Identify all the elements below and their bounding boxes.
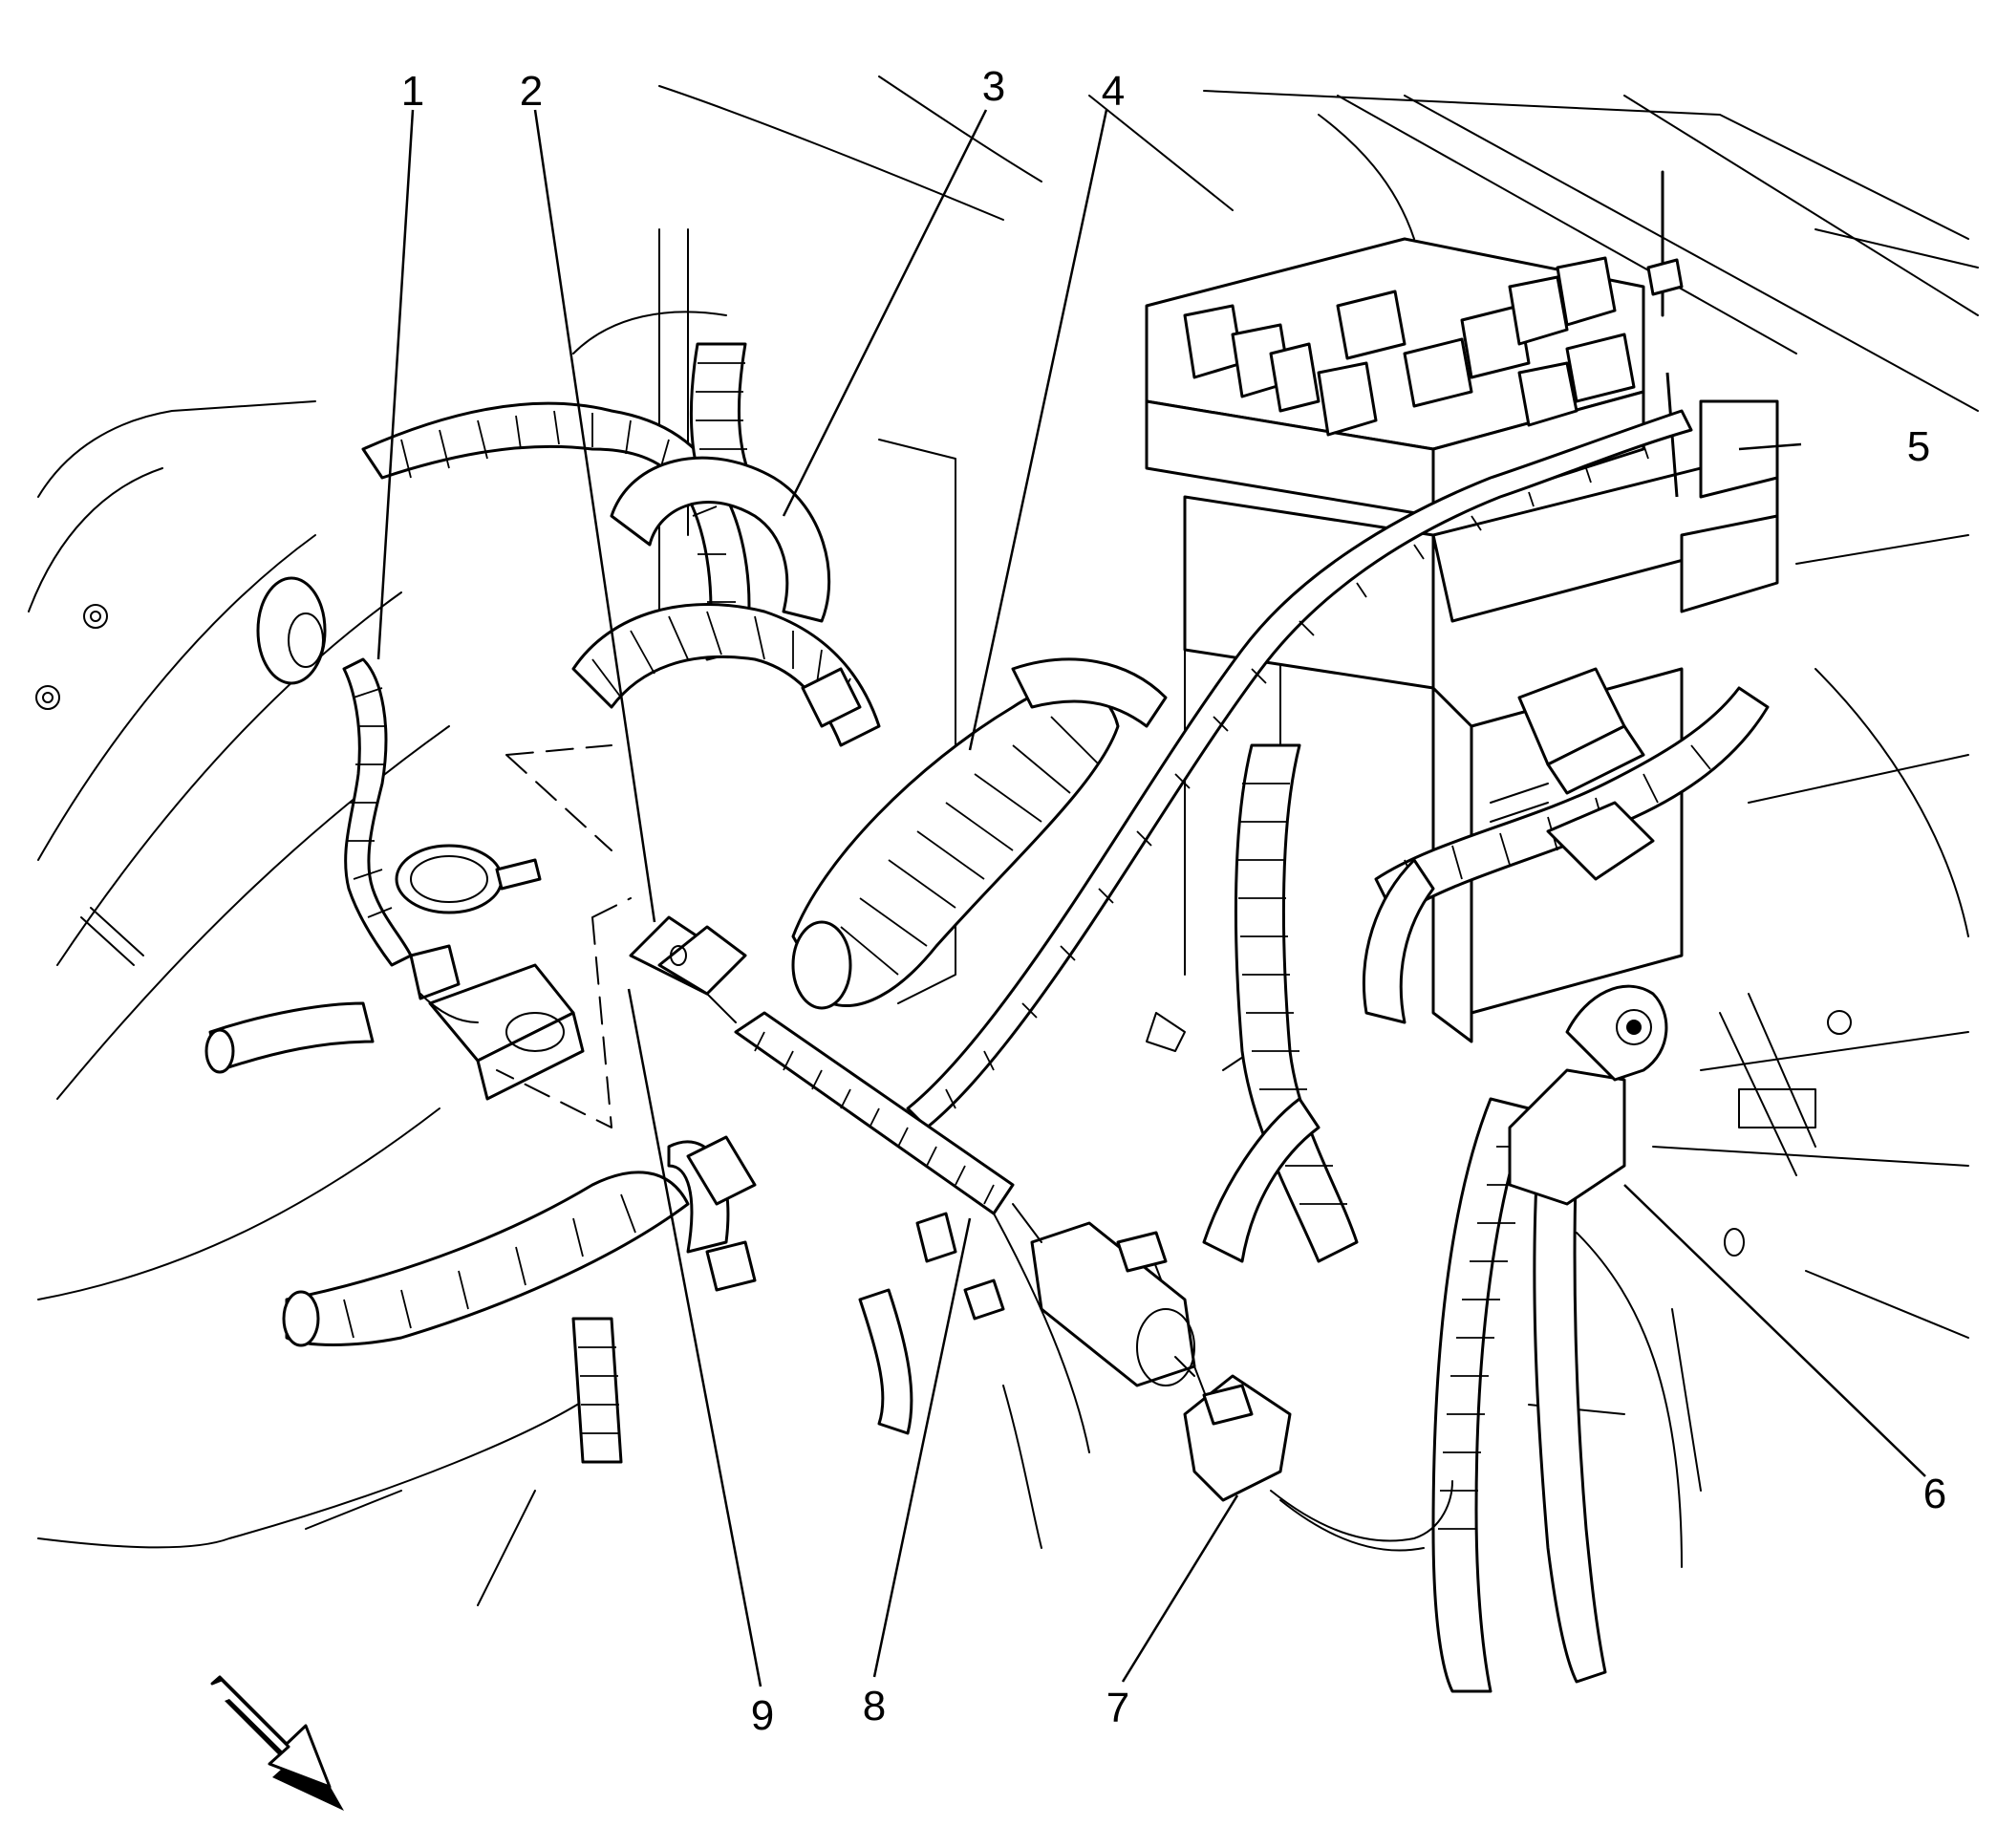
harness-diagonal-main: [734, 409, 1693, 1215]
callout-8: 8: [863, 1683, 886, 1730]
callout-labels: 1 2 3 4 5 6 7 8 9: [401, 63, 1946, 1739]
dashed-reference-outline: [496, 744, 632, 1128]
callout-7: 7: [1106, 1685, 1129, 1731]
connector-2-assembly: [629, 915, 747, 1023]
harness-right-loop: [1202, 686, 1770, 1693]
connector-9-assembly: [409, 944, 585, 1101]
callout-5: 5: [1907, 423, 1930, 470]
callout-4: 4: [1102, 68, 1125, 115]
callout-6: 6: [1923, 1471, 1946, 1517]
arrow-icon: [210, 1675, 344, 1811]
callout-1: 1: [401, 68, 424, 115]
callout-3: 3: [982, 63, 1005, 110]
ground-grommet: [256, 576, 542, 967]
leader-lines: [376, 109, 1926, 1687]
callout-2: 2: [520, 68, 543, 115]
harness-upper-left: [361, 342, 881, 747]
connector-8-assembly: [1012, 1203, 1196, 1387]
harness-lower-left: [204, 1001, 730, 1464]
harness-large-conduit: [791, 657, 1168, 1010]
callout-9: 9: [751, 1692, 774, 1739]
connector-right-assembly: [1490, 667, 1655, 881]
small-connectors: [686, 667, 1005, 1435]
connector-7-assembly: [1174, 1356, 1453, 1552]
